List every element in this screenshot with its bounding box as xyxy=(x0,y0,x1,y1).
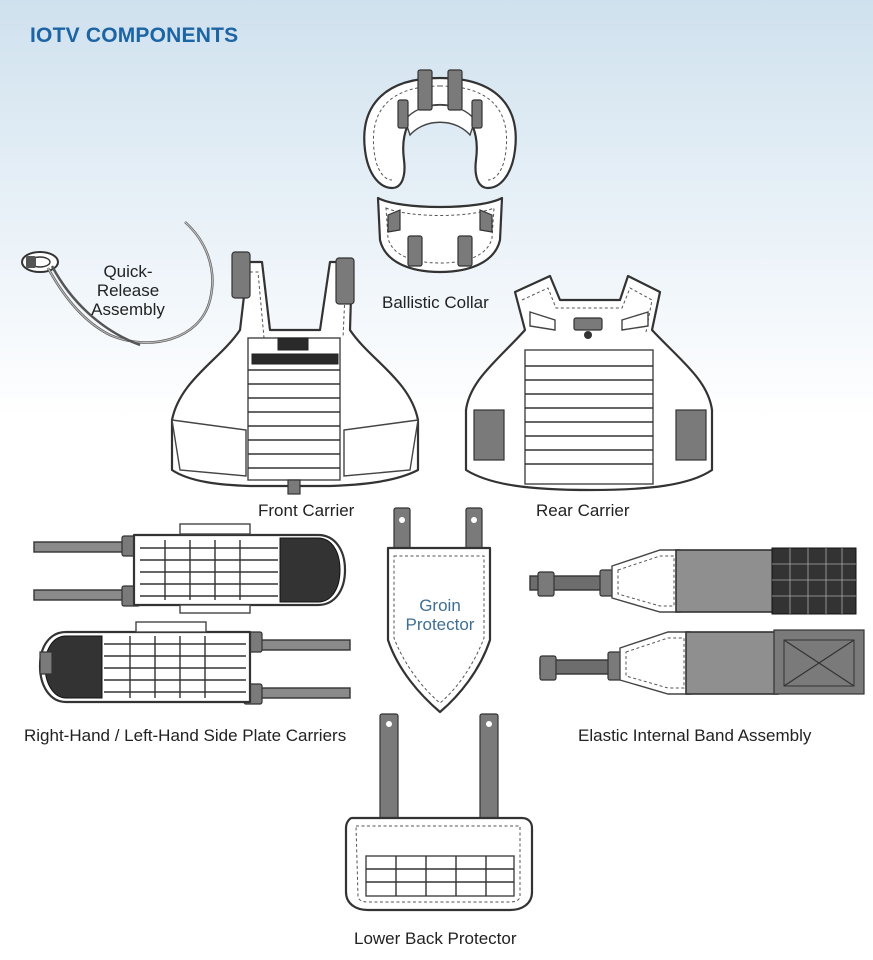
groin-protector-label-text: Groin Protector xyxy=(405,596,475,634)
lower-back-protector xyxy=(344,713,534,912)
rear-carrier xyxy=(464,274,714,492)
side-plate-carriers-label: Right-Hand / Left-Hand Side Plate Carrie… xyxy=(24,726,347,745)
rear-carrier-label: Rear Carrier xyxy=(536,501,630,520)
elastic-internal-band-assembly xyxy=(529,547,865,695)
front-carrier xyxy=(170,251,420,495)
quick-release-assembly xyxy=(21,221,214,347)
diagram-title: IOTV COMPONENTS xyxy=(30,24,239,47)
ballistic-collar-label: Ballistic Collar xyxy=(382,293,489,312)
elastic-band-label: Elastic Internal Band Assembly xyxy=(578,726,812,745)
quick-release-label-text: Quick- Release Assembly xyxy=(91,262,165,319)
lower-back-protector-label: Lower Back Protector xyxy=(354,929,517,948)
groin-protector-label: Groin Protector xyxy=(396,596,484,634)
quick-release-assembly-label: Quick- Release Assembly xyxy=(86,262,170,319)
ballistic-collar xyxy=(363,69,517,274)
side-plate-carriers xyxy=(33,523,351,705)
front-carrier-label: Front Carrier xyxy=(258,501,355,520)
groin-protector xyxy=(386,507,492,714)
